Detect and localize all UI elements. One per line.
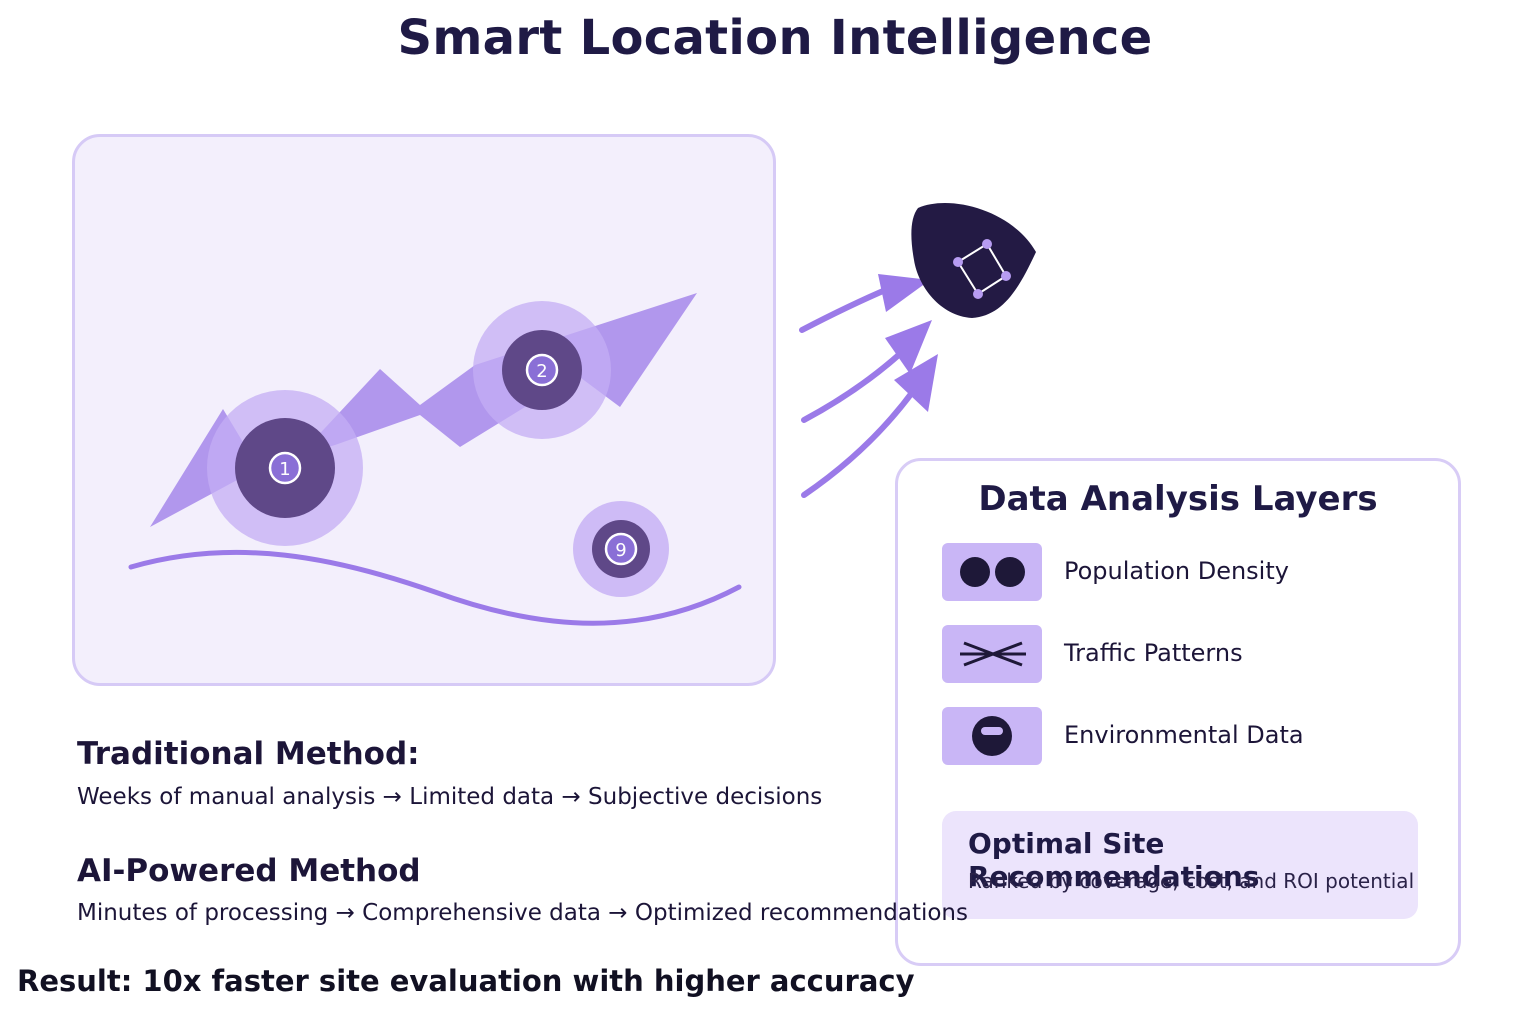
map-illustration: 1 2 9: [128, 293, 742, 626]
flow-arrow-2: [801, 320, 932, 423]
data-layers-panel: Data Analysis Layers Population Density …: [895, 458, 1461, 966]
page-title: Smart Location Intelligence: [397, 10, 1153, 66]
traditional-heading: Traditional Method:: [77, 736, 420, 772]
layer-label: Traffic Patterns: [1064, 639, 1243, 667]
layer-label: Environmental Data: [1064, 721, 1304, 749]
location-marker-2[interactable]: 2: [473, 301, 611, 439]
recommendation-subtitle: Ranked by coverage, cost, and ROI potent…: [968, 869, 1415, 893]
ai-description: Minutes of processing → Comprehensive da…: [77, 900, 968, 926]
result-statement: Result: 10x faster site evaluation with …: [17, 964, 915, 998]
recommendation-title: Optimal Site Recommendations: [968, 827, 1260, 893]
layers-title: Data Analysis Layers: [978, 479, 1378, 519]
layer-label: Population Density: [1064, 557, 1289, 585]
marker-label-2: 2: [536, 361, 547, 382]
ai-node-icon: [911, 203, 1036, 318]
recommendation-box[interactable]: Optimal Site Recommendations Ranked by c…: [942, 811, 1418, 919]
marker-label-9: 9: [615, 540, 626, 561]
layer-item-environmental[interactable]: Environmental Data: [942, 707, 1422, 767]
two-dots-icon: [942, 543, 1042, 601]
layer-item-traffic[interactable]: Traffic Patterns: [942, 625, 1422, 685]
road-curve: [128, 549, 742, 626]
layer-item-population[interactable]: Population Density: [942, 543, 1422, 603]
ai-heading: AI-Powered Method: [77, 853, 421, 889]
traditional-description: Weeks of manual analysis → Limited data …: [77, 784, 823, 810]
location-marker-9[interactable]: 9: [573, 501, 669, 597]
crossing-lines-icon: [942, 625, 1042, 683]
map-panel: 1 2 9: [72, 134, 776, 686]
sphere-icon: [942, 707, 1042, 765]
marker-label-1: 1: [279, 459, 290, 480]
location-marker-1[interactable]: 1: [207, 390, 363, 546]
flow-arrow-1: [799, 274, 930, 333]
flow-arrows: [799, 203, 1036, 498]
flow-arrow-3: [801, 354, 938, 498]
